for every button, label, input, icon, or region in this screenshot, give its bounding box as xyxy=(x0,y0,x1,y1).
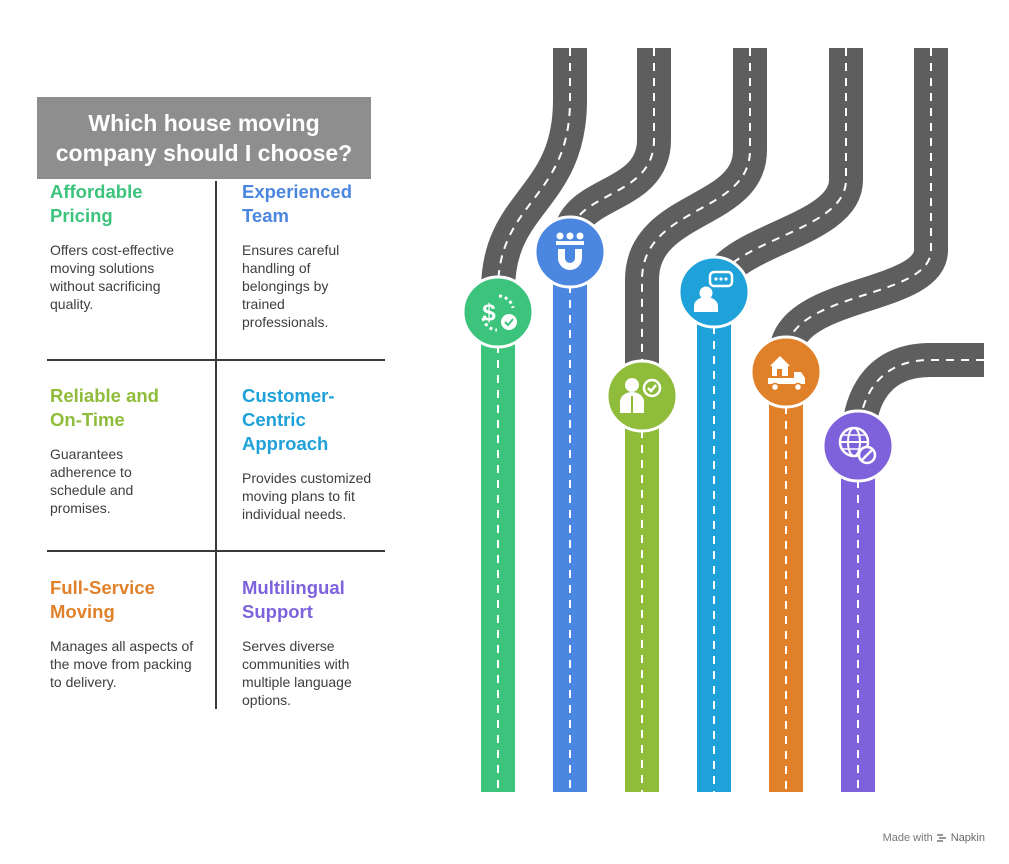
option-full-service-moving: Full-Service Moving Manages all aspects … xyxy=(50,576,200,691)
option-heading: Reliable and On-Time xyxy=(50,385,159,430)
grid-divider-horizontal xyxy=(47,359,385,361)
grid-divider-vertical xyxy=(215,181,217,709)
person-check-icon xyxy=(605,359,679,433)
globe-language-icon xyxy=(821,409,895,483)
svg-text:$: $ xyxy=(482,299,496,326)
option-heading: Affordable Pricing xyxy=(50,181,143,226)
road-3 xyxy=(625,48,767,375)
option-description: Ensures careful handling of belongings b… xyxy=(242,242,340,330)
option-heading: Experienced Team xyxy=(242,181,353,226)
option-description: Serves diverse communities with multiple… xyxy=(242,638,352,708)
option-multilingual-support: Multilingual Support Serves diverse comm… xyxy=(242,576,392,709)
option-customer-centric: Customer-Centric Approach Provides custo… xyxy=(242,384,392,523)
page-title: Which house moving company should I choo… xyxy=(55,110,353,166)
napkin-brand-label: Napkin xyxy=(950,832,985,844)
grid-divider-horizontal xyxy=(47,550,385,552)
customer-chat-icon xyxy=(677,255,751,329)
road-experienced-team xyxy=(553,252,587,792)
footer-credit: Made with Napkin xyxy=(883,832,985,844)
option-affordable-pricing: Affordable Pricing Offers cost-effective… xyxy=(50,180,200,313)
option-experienced-team: Experienced Team Ensures careful handlin… xyxy=(242,180,392,331)
colored-road-lane-markings xyxy=(497,285,859,792)
option-description: Offers cost-effective moving solutions w… xyxy=(50,242,174,312)
option-description: Provides customized moving plans to fit … xyxy=(242,470,372,522)
napkin-logo-icon xyxy=(936,834,946,842)
option-heading: Customer-Centric Approach xyxy=(242,385,335,454)
dollar-check-icon: $ xyxy=(461,275,535,349)
option-heading: Multilingual Support xyxy=(242,577,345,622)
option-heading: Full-Service Moving xyxy=(50,577,155,622)
option-reliable-on-time: Reliable and On-Time Guarantees adherenc… xyxy=(50,384,200,517)
option-description: Guarantees adherence to schedule and pro… xyxy=(50,446,134,516)
title-box: Which house moving company should I choo… xyxy=(37,97,371,179)
option-description: Manages all aspects of the move from pac… xyxy=(50,638,194,690)
house-truck-icon xyxy=(749,335,823,409)
made-with-label: Made with xyxy=(882,832,933,844)
team-magnet-icon xyxy=(533,215,607,289)
